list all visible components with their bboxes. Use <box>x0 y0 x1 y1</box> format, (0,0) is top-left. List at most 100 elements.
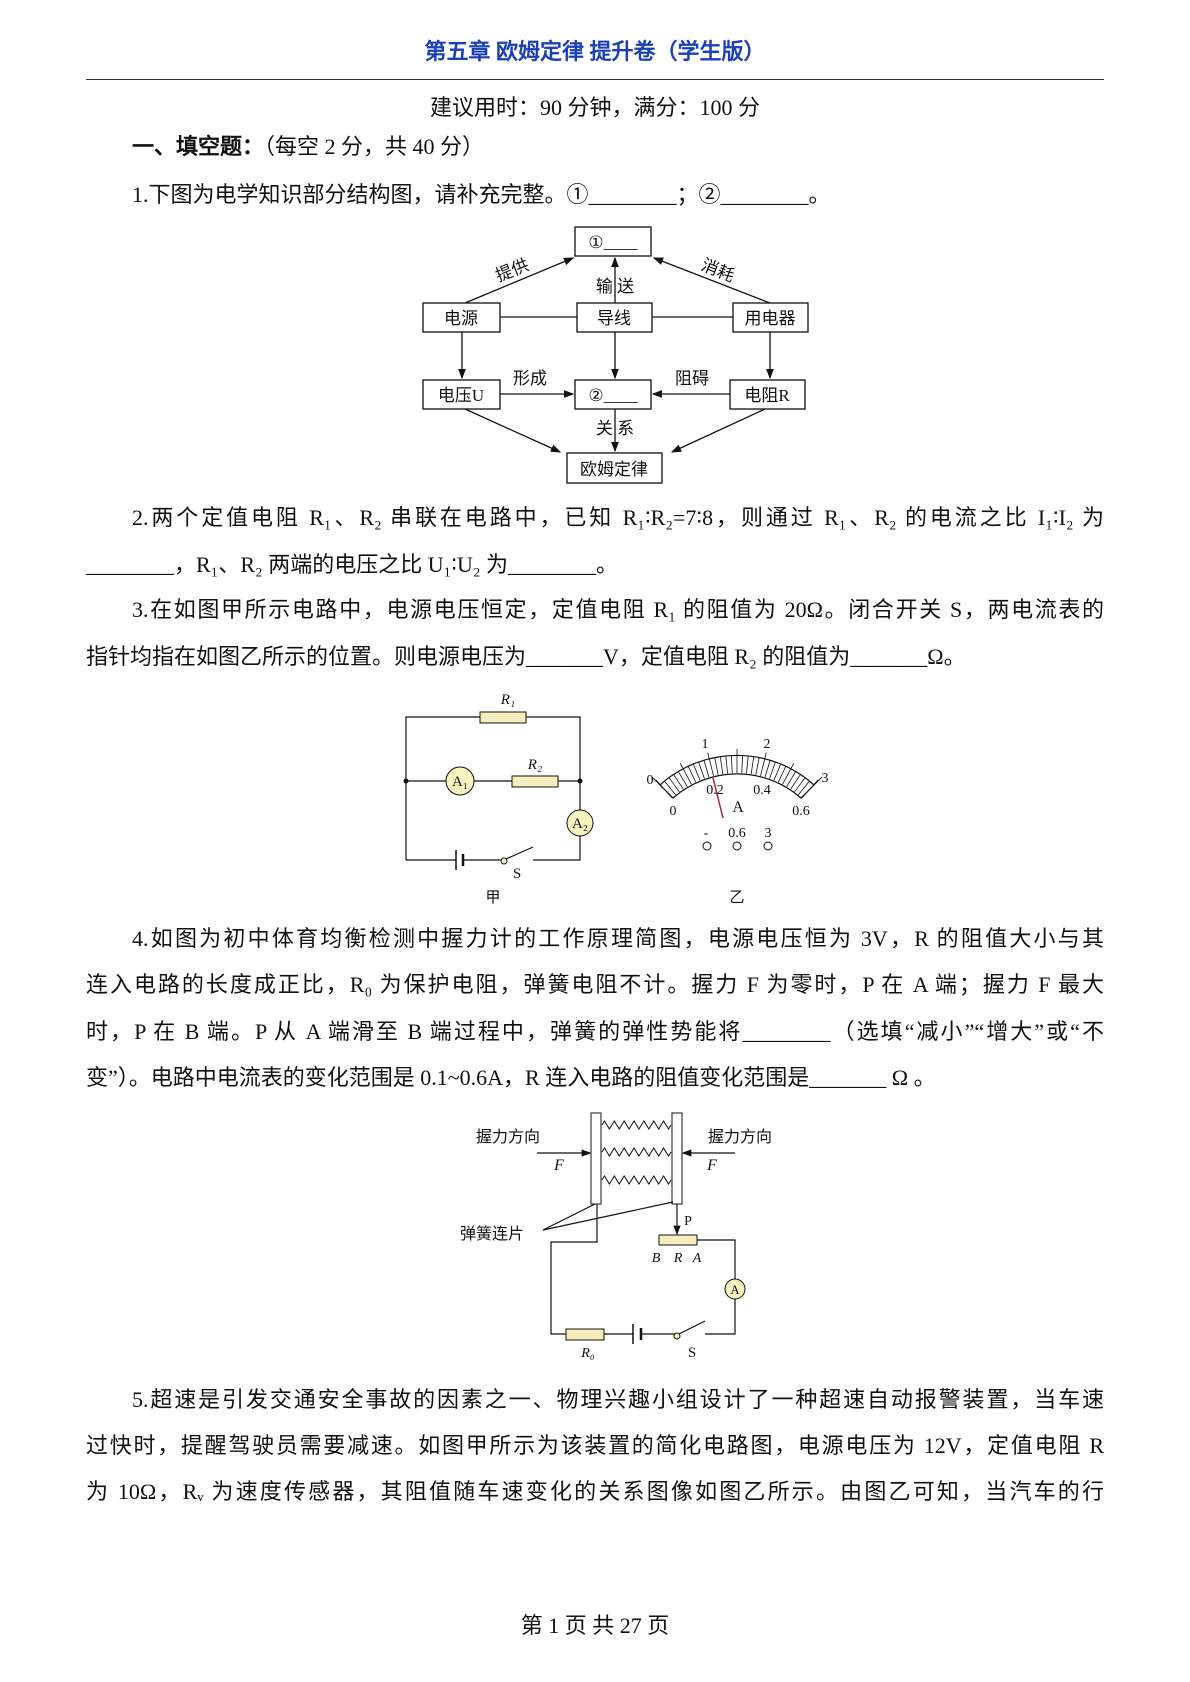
q1-text: 1.下图为电学知识部分结构图，请补充完整。①________；②________… <box>132 182 831 207</box>
label-hinder: 阻碍 <box>675 369 709 388</box>
end-b-label: B <box>652 1251 661 1266</box>
caption-right: 乙 <box>729 890 744 906</box>
meter-tick <box>750 756 755 775</box>
force-dir-left: 握力方向 <box>476 1128 540 1146</box>
meter-tick <box>760 752 767 776</box>
inner-tick-2: 0.4 <box>753 783 771 798</box>
ammeter-dial: 0 1 2 3 0 0.2 0.4 0.6 A - 0.6 3 <box>647 737 829 851</box>
header-divider <box>86 79 1104 80</box>
q4-line-2: 连入电路的长度成正比，R₀ 为保护电阻，弹簧电阻不计。握力 F 为零时，P 在 … <box>86 972 1104 997</box>
q3-line-2: 指针均指在如图乙所示的位置。则电源电压为_______V，定值电阻 R₂ 的阻值… <box>86 644 966 669</box>
outer-tick-1: 1 <box>702 737 709 752</box>
ammeter <box>724 1278 746 1300</box>
label-consume: 消耗 <box>698 255 737 285</box>
q2-line-1: 2.两个定值电阻 R₁、R₂ 串联在电路中，已知 R₁∶R₂=7∶8，则通过 R… <box>132 505 1104 530</box>
terminal-label-neg: - <box>704 826 709 841</box>
label-form: 形成 <box>513 369 547 388</box>
inner-tick-0: 0 <box>670 804 677 819</box>
ammeter-a2 <box>566 809 594 837</box>
box-middle <box>574 379 652 410</box>
meter-tick <box>790 773 801 790</box>
meter-tick <box>782 762 795 785</box>
springs <box>601 1120 672 1185</box>
resistor-r1 <box>479 711 527 724</box>
r2-label: R₂ <box>527 757 542 773</box>
meter-tick <box>677 771 688 787</box>
meter-tick <box>719 756 724 775</box>
meter-tick <box>777 765 787 783</box>
q3-figure: R₁ R₂ A₁ A₂ S 甲 乙 0 1 2 3 0 0.2 0.4 0.6 … <box>403 692 829 906</box>
meter-tick <box>741 755 744 774</box>
spring <box>601 1147 672 1157</box>
outer-tick-3: 3 <box>822 771 829 786</box>
meter-tick <box>764 759 771 778</box>
meter-tick <box>794 777 806 793</box>
a2-label: A₂ <box>572 816 588 832</box>
page-number: 第 1 页 共 27 页 <box>520 1613 670 1638</box>
meter-tick <box>668 777 680 793</box>
end-a-label: A <box>692 1251 702 1266</box>
meter-tick <box>707 752 714 776</box>
force-dir-right: 握力方向 <box>708 1128 772 1146</box>
right-plate <box>671 1112 683 1205</box>
box-law <box>566 452 663 484</box>
meter-tick <box>703 759 710 778</box>
knowledge-structure-diagram: ①____ 电源 导线 用电器 电压U ②____ 电阻R 欧姆定律 提供 消耗… <box>422 226 809 484</box>
meter-tick <box>725 755 728 774</box>
spring <box>601 1120 672 1130</box>
meter-needle <box>712 777 724 819</box>
box-voltage-label: 电压U <box>438 386 484 405</box>
caption-left: 甲 <box>485 890 500 906</box>
outer-tick-2: 2 <box>764 737 771 752</box>
q4-line-4: 变”）。电路中电流表的变化范围是 0.1~0.6A，R 连入电路的阻值变化范围是… <box>86 1065 936 1090</box>
q5-line-2: 过快时，提醒驾驶员需要减速。如图甲所示为该装置的简化电路图，电源电压为 12V，… <box>86 1433 1104 1458</box>
meter-tick <box>698 761 705 779</box>
q4-grip-figure: 握力方向 F 握力方向 F 弹簧连片 P B R A A R₀ S <box>460 1112 772 1361</box>
q3-line-1: 3.在如图甲所示电路中，电源电压恒定，定值电阻 R₁ 的阻值为 20Ω。闭合开关… <box>132 597 1104 622</box>
meter-tick <box>692 763 701 781</box>
section-title: 一、填空题： <box>132 134 265 159</box>
r0-label: R₀ <box>580 1346 595 1361</box>
ammeter-label: A <box>730 1282 740 1297</box>
meter-tick <box>714 757 719 775</box>
switch-label: S <box>513 866 521 882</box>
meter-tick <box>664 780 677 796</box>
inner-tick-3: 0.6 <box>792 804 810 819</box>
meter-tick <box>655 779 673 799</box>
q4-line-3: 时，P 在 B 端。P 从 A 端滑至 B 端过程中，弹簧的弹性势能将_____… <box>86 1019 1104 1044</box>
box-wire-label: 导线 <box>597 309 631 328</box>
outer-tick-0: 0 <box>647 773 654 788</box>
page-title: 第五章 欧姆定律 提升卷（学生版） <box>424 39 766 64</box>
box-source-label: 电源 <box>444 309 478 328</box>
terminal-label-06: 0.6 <box>728 826 746 841</box>
switch-label: S <box>688 1345 696 1361</box>
resistor-r0 <box>565 1328 605 1341</box>
meter-tick <box>773 763 782 781</box>
meter-tick <box>673 773 684 790</box>
section-note: （每空 2 分，共 40 分） <box>264 134 485 159</box>
box-appliance-label: 用电器 <box>745 309 796 328</box>
meter-tick <box>687 765 697 783</box>
a1-label: A₁ <box>452 774 468 790</box>
label-provide: 提供 <box>493 255 532 285</box>
switch-pivot <box>500 857 508 865</box>
q5-line-3: 为 10Ω，Rᵥ 为速度传感器，其阻值随车速变化的关系图像如图乙所示。由图乙可知… <box>86 1479 1104 1504</box>
inner-tick-1: 0.2 <box>706 783 724 798</box>
meter-tick <box>730 755 733 774</box>
meter-tick <box>746 755 749 774</box>
q4-line-1: 4.如图为初中体育均衡检测中握力计的工作原理简图，电源电压恒为 3V，R 的阻值… <box>132 926 1104 951</box>
force-left: F <box>553 1157 564 1174</box>
slider-label: P <box>684 1214 692 1229</box>
meter-tick <box>769 761 776 779</box>
spring <box>601 1175 672 1185</box>
terminal-label-3: 3 <box>765 826 772 841</box>
label-relation: 关 系 <box>596 419 634 438</box>
box-top <box>574 226 652 257</box>
box-resistance-label: 电阻R <box>744 386 790 405</box>
label-transmit: 输 送 <box>596 277 634 296</box>
meter-tick <box>755 757 760 775</box>
meter-tick <box>797 780 810 796</box>
meter-tick <box>801 779 819 799</box>
plates-label: 弹簧连片 <box>460 1224 524 1243</box>
section-heading: 一、填空题：（每空 2 分，共 40 分） <box>132 132 1104 162</box>
